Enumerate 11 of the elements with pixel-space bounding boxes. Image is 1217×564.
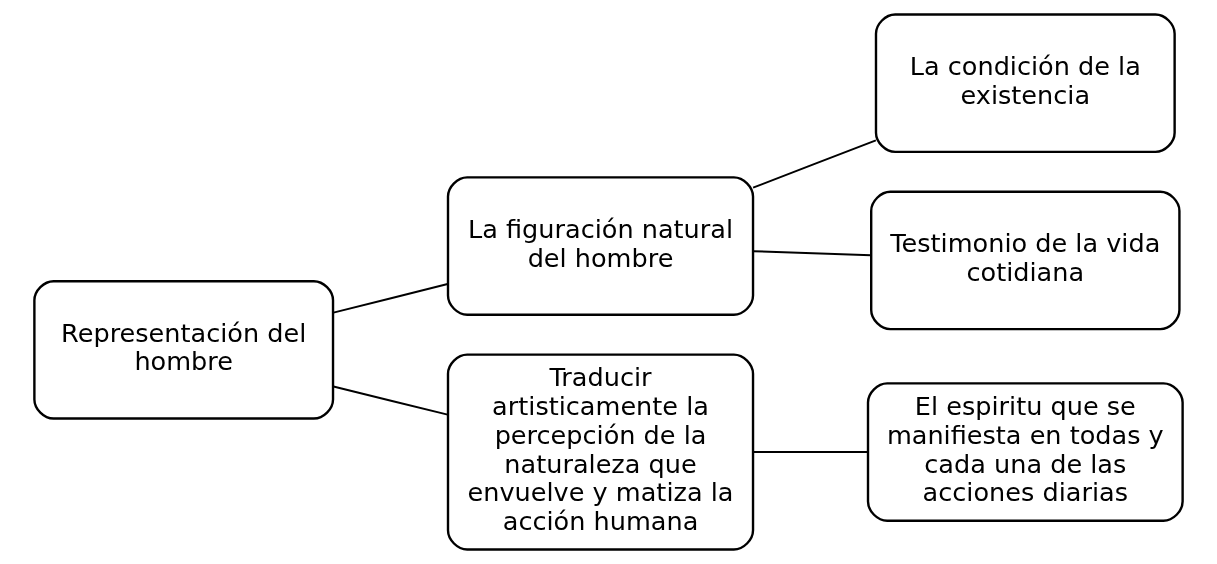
node-box: Traducir artisticamente la percepción de la naturaleza que envuelve y matiza la acción humana [446, 353, 755, 551]
connector [752, 250, 872, 257]
connector [332, 283, 449, 314]
connector [332, 385, 449, 416]
node-box: Representación del hombre [33, 280, 335, 420]
node-box: El espiritu que se manifiesta en todas y cada una de las acciones diarias [866, 382, 1184, 522]
node-box: La figuración natural del hombre [446, 176, 755, 316]
connector [752, 139, 877, 189]
connector [752, 451, 869, 454]
node-box: Testimonio de la vida cotidiana [870, 190, 1181, 331]
node-box: La condición de la existencia [874, 13, 1176, 154]
